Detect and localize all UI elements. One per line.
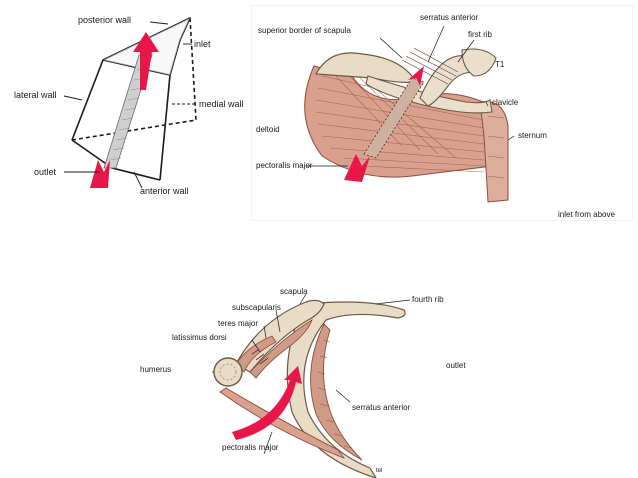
label-fourth-rib: fourth rib (412, 295, 444, 304)
pectoralis-major-band (219, 387, 346, 459)
subscapularis-muscle (249, 319, 313, 379)
label-outlet-panel: outlet (446, 361, 466, 370)
label-outlet: outlet (34, 167, 57, 177)
label-medial-wall: medial wall (199, 99, 244, 109)
outlet-arrow (90, 160, 110, 188)
axilla-box-figure (63, 17, 197, 189)
label-clavicle: clavicle (492, 98, 519, 107)
label-pectoralis-major-outlet: pectoralis major (222, 443, 279, 452)
inlet-figure (304, 25, 515, 203)
axilla-box-diagram: posterior wall inlet lateral wall medial… (0, 0, 250, 220)
outlet-curved-arrow (232, 366, 302, 440)
fourth-rib-arc (286, 301, 406, 478)
box-left-edge (71, 59, 104, 141)
label-sternum: sternum (518, 131, 547, 140)
inlet-passage (363, 77, 425, 159)
inlet-arrow (133, 32, 159, 90)
label-serratus-anterior-outlet: serratus anterior (352, 403, 411, 412)
label-partial: tel (376, 468, 383, 474)
label-scapula: scapula (280, 287, 308, 296)
label-inlet: inlet (194, 39, 211, 49)
label-subscapularis: subscapularis (232, 303, 281, 312)
label-pectoralis-major-inlet: pectoralis major (256, 161, 313, 170)
label-deltoid: deltoid (256, 125, 280, 134)
label-lateral-wall: lateral wall (14, 90, 57, 100)
label-latissimus-dorsi: latissimus dorsi (172, 333, 227, 342)
outlet-diagram: scapula subscapularis fourth rib teres m… (140, 280, 480, 478)
label-anterior-wall: anterior wall (140, 186, 189, 196)
humerus-head (213, 357, 243, 387)
label-humerus: humerus (140, 365, 172, 374)
serratus-anterior-muscle (310, 323, 363, 461)
box-back-edge (189, 17, 197, 121)
label-first-rib: first rib (468, 30, 492, 39)
inlet-arrow-top (408, 66, 424, 86)
label-teres-major: teres major (218, 319, 259, 328)
outlet-figure (212, 293, 411, 478)
inlet-arrow-bottom (344, 154, 370, 182)
label-posterior-wall: posterior wall (78, 15, 132, 25)
teres-major-muscle (235, 335, 277, 373)
inlet-from-above-diagram: serratus anterior superior border of sca… (252, 6, 632, 220)
label-serratus-anterior-top: serratus anterior (420, 13, 479, 22)
label-t1: T1 (495, 60, 505, 69)
t1-vertebra (461, 48, 497, 77)
label-superior-border-scapula: superior border of scapula (258, 26, 351, 35)
label-inlet-from-above: inlet from above (558, 210, 615, 219)
box-bottom-back (71, 119, 197, 141)
box-front-edge (159, 74, 171, 181)
